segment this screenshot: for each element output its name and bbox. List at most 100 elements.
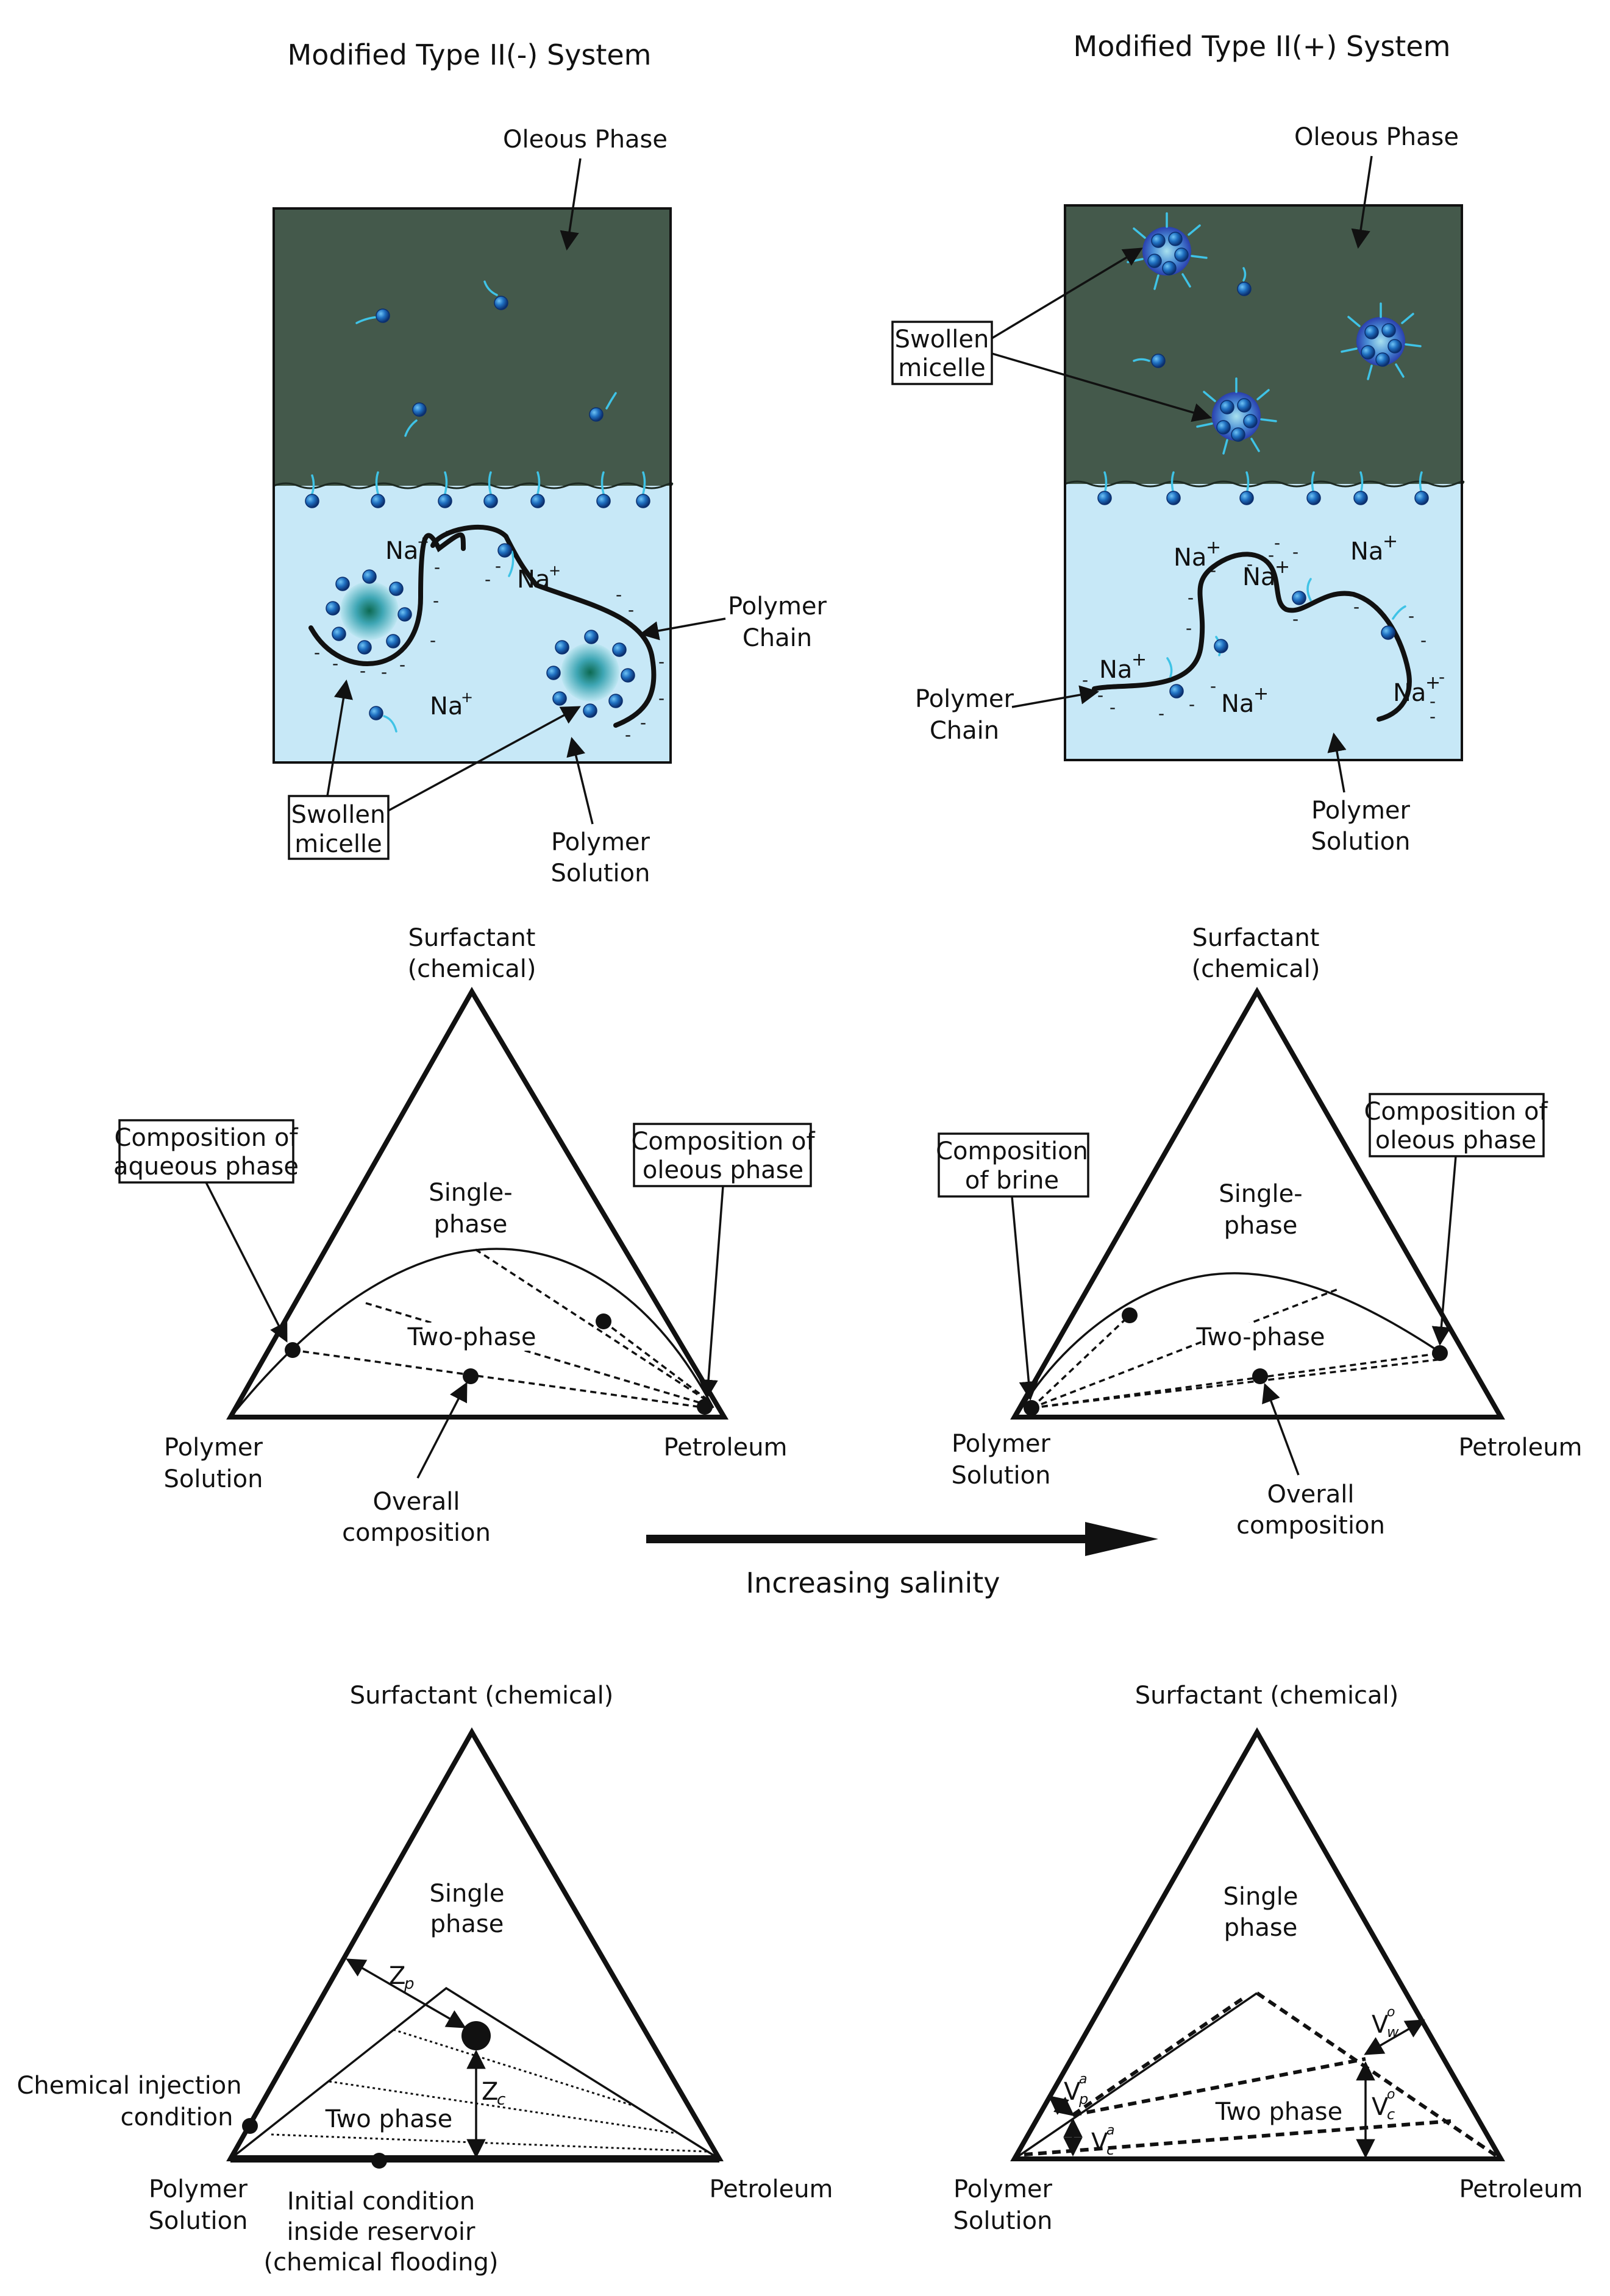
aqueous-composition-point bbox=[285, 1342, 301, 1358]
overall-composition-point bbox=[463, 1368, 479, 1384]
title-type-ii-plus: Modified Type II(+) System bbox=[1074, 30, 1451, 63]
swollen-arrow-right-1 bbox=[991, 247, 1143, 339]
brine-composition-box bbox=[938, 1132, 1089, 1198]
vertex-right-label-right: Petroleum bbox=[1458, 1434, 1582, 1462]
interface-line bbox=[273, 482, 674, 489]
initial-condition-label-3: (chemical flooding) bbox=[264, 2248, 499, 2276]
vertex-right-label: Petroleum bbox=[663, 1434, 787, 1462]
brine-arrow bbox=[1011, 1196, 1039, 1401]
single-phase-label-2: phase bbox=[434, 1210, 508, 1239]
apex-label-right-2: (chemical) bbox=[1192, 955, 1320, 983]
svg-text:-: - bbox=[1189, 694, 1195, 714]
na-ion-2: Na bbox=[517, 566, 550, 594]
polymer-solution-label-right-2: Solution bbox=[1311, 828, 1411, 856]
interface-surfactants bbox=[305, 471, 650, 508]
swollen-micelle-1 bbox=[326, 569, 412, 655]
aqueous-arrow bbox=[205, 1182, 288, 1343]
na-ion-r2: Na bbox=[1242, 563, 1275, 591]
vpa-superscript: a bbox=[1079, 2072, 1087, 2087]
swollen-micelle-label-left-2: micelle bbox=[294, 830, 382, 858]
svg-text:-: - bbox=[1210, 676, 1216, 696]
oleous-composition-label-right-2: oleous phase bbox=[1375, 1126, 1536, 1154]
svg-text:-: - bbox=[445, 521, 451, 541]
injection-label-1: Chemical injection bbox=[16, 2072, 241, 2100]
title-type-ii-minus: Modified Type II(-) System bbox=[288, 38, 652, 71]
na-ion-2-charge: + bbox=[549, 562, 561, 579]
vca-superscript: a bbox=[1106, 2123, 1114, 2138]
swollen-arrow-right-2 bbox=[991, 352, 1213, 422]
single-phase-label-bot-1: Single bbox=[430, 1880, 505, 1908]
vertex-left-label-2: Solution bbox=[164, 1465, 263, 1493]
single-phase-label-bot-2: phase bbox=[430, 1910, 504, 1938]
zc-label: Z bbox=[482, 2078, 498, 2106]
svg-text:-: - bbox=[625, 725, 631, 745]
na-ion-r4: Na bbox=[1099, 656, 1132, 684]
na-ion-r6: Na bbox=[1393, 679, 1426, 707]
brine-composition-label-1: Composition bbox=[936, 1137, 1088, 1165]
apex-label-bot-left: Surfactant (chemical) bbox=[350, 1682, 614, 1710]
vertex-right-label-bot-r: Petroleum bbox=[1459, 2175, 1583, 2203]
apex-label-bot-right: Surfactant (chemical) bbox=[1135, 1682, 1399, 1710]
ternary-bot-right bbox=[1010, 1727, 1505, 2161]
oleous-phase-label-left: Oleous Phase bbox=[503, 126, 668, 154]
svg-text:-: - bbox=[1341, 581, 1347, 602]
oleous-arrow-mid-right bbox=[1431, 1156, 1457, 1346]
oil-micelle-2 bbox=[1341, 302, 1422, 380]
oleous-arrow-mid-left bbox=[699, 1185, 724, 1399]
zp-arrow bbox=[346, 1958, 466, 2028]
binodal-curve-right bbox=[1017, 1272, 1447, 1415]
vca-subscript: c bbox=[1106, 2141, 1114, 2158]
svg-text:-: - bbox=[495, 556, 501, 576]
zp-subscript: p bbox=[404, 1975, 415, 1993]
two-phase-label-bg-bot-r bbox=[1210, 2098, 1332, 2126]
triangle-outline-right bbox=[1010, 986, 1505, 1420]
svg-text:-: - bbox=[1158, 703, 1164, 723]
vpa-subscript: p bbox=[1078, 2091, 1088, 2108]
oleous-phase-label-right: Oleous Phase bbox=[1294, 123, 1459, 151]
svg-text:-: - bbox=[433, 591, 439, 611]
oleous-arrow-left bbox=[560, 158, 582, 251]
oleous-composition-point-right bbox=[1432, 1345, 1448, 1361]
beaker-outline bbox=[272, 207, 672, 764]
polymer-chain-right bbox=[1092, 552, 1412, 722]
na-ion-r1-charge: + bbox=[1206, 537, 1221, 558]
na-ion-r5-charge: + bbox=[1253, 683, 1269, 705]
injection-label-2: condition bbox=[121, 2103, 233, 2131]
surfactant-monomers-oil bbox=[355, 280, 617, 437]
swollen-micelle-2 bbox=[546, 630, 635, 718]
two-phase-label-bg-right bbox=[1204, 1323, 1320, 1351]
oleous-composition-label-right-1: Composition of bbox=[1364, 1098, 1548, 1126]
initial-condition-dot bbox=[371, 2153, 387, 2169]
na-ion-r2-charge: + bbox=[1275, 556, 1290, 578]
vertex-left-label-bot-2: Solution bbox=[149, 2207, 248, 2235]
aqueous-composition-label-1: Composition of bbox=[114, 1124, 298, 1152]
initial-condition-label-1: Initial condition bbox=[287, 2188, 475, 2216]
na-ion-3: Na bbox=[430, 692, 463, 720]
apex-label-left-1: Surfactant bbox=[408, 924, 535, 952]
svg-text:-: - bbox=[628, 600, 634, 620]
vco-superscript: o bbox=[1387, 2087, 1395, 2102]
na-ion-r5: Na bbox=[1221, 690, 1254, 718]
vertex-left-label-bot-r-1: Polymer bbox=[953, 2175, 1053, 2203]
svg-text:-: - bbox=[314, 642, 320, 663]
svg-text:-: - bbox=[485, 569, 491, 589]
overall-composition-label-left-2: composition bbox=[342, 1519, 491, 1547]
svg-text:-: - bbox=[1408, 606, 1414, 626]
triangle-outline bbox=[226, 987, 729, 1420]
vwo-superscript: o bbox=[1387, 2005, 1395, 2020]
svg-text:-: - bbox=[332, 653, 338, 674]
svg-text:-: - bbox=[616, 585, 622, 605]
svg-text:-: - bbox=[399, 655, 405, 675]
single-phase-label-right-2: phase bbox=[1224, 1212, 1298, 1240]
oleous-arrow-right bbox=[1351, 155, 1373, 249]
single-phase-label-bot-r-2: phase bbox=[1224, 1914, 1298, 1942]
overall-composition-point-right bbox=[1252, 1368, 1268, 1384]
top-left-beaker: -- -- -- -- -- -- -- -- -- Na + Na + Na … bbox=[272, 207, 674, 764]
svg-text:-: - bbox=[1430, 691, 1436, 711]
zc-subscript: c bbox=[497, 2091, 505, 2109]
polymer-solution-label-right-1: Polymer bbox=[1311, 797, 1411, 825]
oleous-composition-label-left-2: oleous phase bbox=[643, 1156, 803, 1184]
oleous-composition-point bbox=[697, 1399, 713, 1415]
na-ion-1-charge: + bbox=[417, 533, 429, 550]
